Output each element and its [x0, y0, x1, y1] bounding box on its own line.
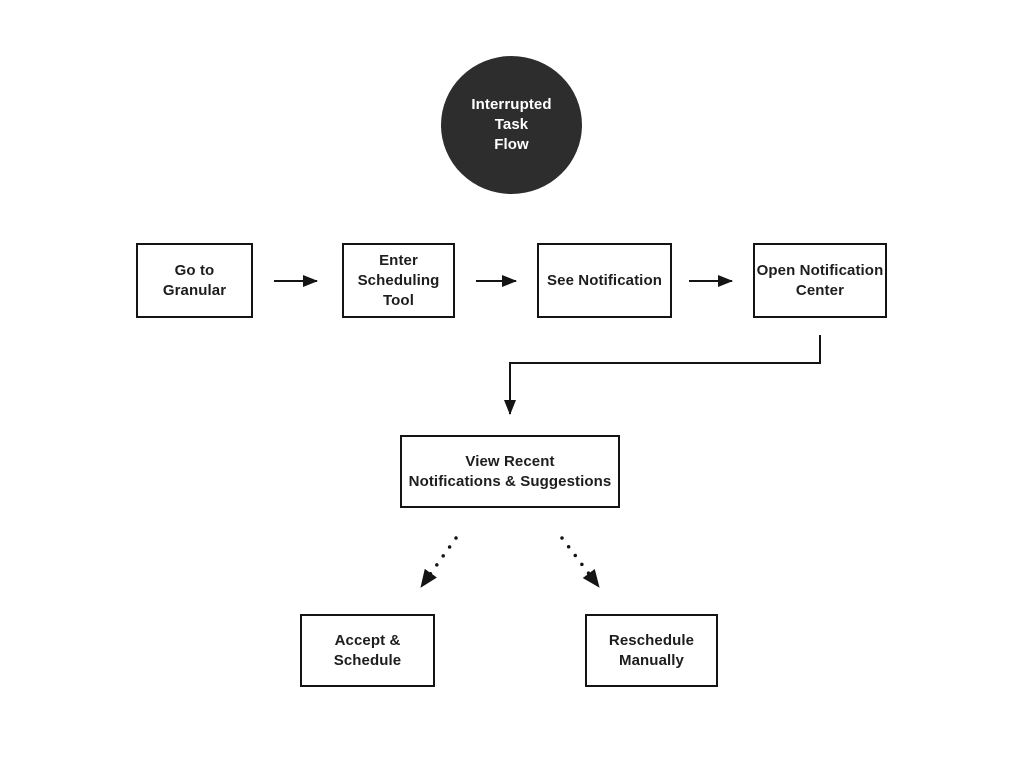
node-view-recent-notifications-suggestions: View Recent Notifications & Suggestions — [400, 435, 620, 508]
node-see-notification: See Notification — [537, 243, 672, 318]
dotted-arrow-view-to-reschedule — [560, 536, 601, 589]
node-go-to-granular: Go to Granular — [136, 243, 253, 318]
node-label: Accept & Schedule — [333, 631, 402, 669]
node-label: Enter Scheduling Tool — [357, 251, 440, 309]
node-label: Go to Granular — [162, 261, 227, 299]
node-enter-scheduling-tool: Enter Scheduling Tool — [342, 243, 455, 318]
connector-center-to-view-recent — [504, 335, 821, 415]
node-label: Open Notification Center — [756, 261, 884, 299]
dotted-arrow-view-to-accept — [419, 536, 458, 589]
node-label: Interrupted Task Flow — [471, 96, 552, 153]
node-label: See Notification — [547, 271, 662, 289]
node-label: View Recent Notifications & Suggestions — [408, 452, 612, 490]
node-accept-and-schedule: Accept & Schedule — [300, 614, 435, 687]
node-open-notification-center: Open Notification Center — [753, 243, 887, 318]
node-reschedule-manually: Reschedule Manually — [585, 614, 718, 687]
node-label: Reschedule Manually — [608, 631, 695, 669]
node-interrupted-task-flow: Interrupted Task Flow — [441, 56, 582, 194]
